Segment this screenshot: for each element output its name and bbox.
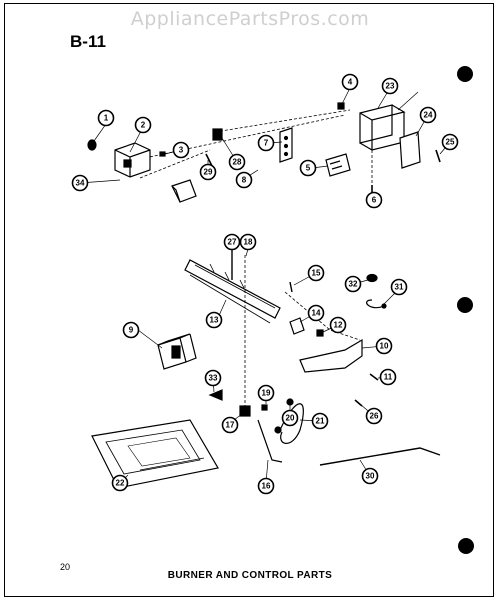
callout-13: 13 (205, 311, 223, 329)
callout-20: 20 (281, 409, 299, 427)
callout-22: 22 (111, 474, 129, 492)
watermark: AppliancePartsPros.com (130, 8, 370, 30)
callout-4: 4 (341, 73, 359, 91)
callout-28: 28 (228, 153, 246, 171)
callout-8: 8 (235, 171, 253, 189)
svg-text:14: 14 (312, 309, 321, 318)
svg-text:30: 30 (366, 472, 375, 481)
svg-text:34: 34 (76, 179, 85, 188)
section-id: B-11 (70, 32, 106, 51)
callout-24: 24 (419, 106, 437, 124)
callout-1: 1 (97, 109, 115, 127)
svg-text:10: 10 (380, 342, 389, 351)
svg-text:5: 5 (306, 164, 311, 173)
svg-text:4: 4 (348, 78, 353, 87)
svg-text:20: 20 (286, 414, 295, 423)
svg-text:26: 26 (370, 412, 379, 421)
top-assembly (87, 102, 441, 203)
callout-18: 18 (239, 233, 257, 251)
callout-15: 15 (307, 264, 325, 282)
svg-text:24: 24 (424, 111, 433, 120)
svg-text:21: 21 (316, 417, 325, 426)
callout-25: 25 (441, 133, 459, 151)
callout-6: 6 (365, 191, 383, 209)
svg-text:25: 25 (446, 138, 455, 147)
svg-text:7: 7 (264, 139, 269, 148)
callout-3: 3 (172, 141, 190, 159)
svg-text:16: 16 (262, 482, 271, 491)
svg-text:18: 18 (244, 238, 253, 247)
callout-12: 12 (329, 316, 347, 334)
callout-19: 19 (257, 384, 275, 402)
callout-14: 14 (307, 304, 325, 322)
callout-34: 34 (71, 174, 89, 192)
svg-text:2: 2 (141, 121, 146, 130)
callout-30: 30 (361, 467, 379, 485)
callout-21: 21 (311, 412, 329, 430)
callout-33: 33 (204, 369, 222, 387)
callout-31: 31 (390, 278, 408, 296)
svg-text:33: 33 (209, 374, 218, 383)
svg-text:3: 3 (179, 146, 184, 155)
callout-32: 32 (344, 275, 362, 293)
svg-text:12: 12 (334, 321, 343, 330)
svg-text:32: 32 (349, 280, 358, 289)
callout-2: 2 (134, 116, 152, 134)
svg-text:17: 17 (226, 421, 235, 430)
callout-10: 10 (375, 337, 393, 355)
callout-7: 7 (257, 134, 275, 152)
svg-text:29: 29 (204, 168, 213, 177)
callout-16: 16 (257, 477, 275, 495)
page-number: 20 (60, 562, 71, 572)
footer-title: BURNER AND CONTROL PARTS (167, 570, 333, 581)
svg-text:23: 23 (386, 82, 395, 91)
svg-text:27: 27 (228, 238, 237, 247)
callout-26: 26 (365, 407, 383, 425)
callout-5: 5 (299, 159, 317, 177)
svg-text:9: 9 (129, 326, 134, 335)
svg-text:19: 19 (262, 389, 271, 398)
binder-hole (458, 538, 474, 554)
svg-text:13: 13 (210, 316, 219, 325)
callout-11: 11 (379, 368, 397, 386)
callout-17: 17 (221, 416, 239, 434)
lower-assembly (91, 389, 441, 489)
callout-23: 23 (381, 77, 399, 95)
middle-assembly (157, 250, 387, 415)
svg-text:11: 11 (384, 373, 393, 382)
callout-29: 29 (199, 163, 217, 181)
svg-text:15: 15 (312, 269, 321, 278)
callout-27: 27 (223, 233, 241, 251)
svg-text:8: 8 (242, 176, 247, 185)
svg-text:6: 6 (372, 196, 377, 205)
svg-text:22: 22 (116, 479, 125, 488)
svg-text:28: 28 (233, 158, 242, 167)
binder-hole (457, 66, 473, 82)
binder-hole (457, 297, 473, 313)
callout-9: 9 (122, 321, 140, 339)
svg-text:31: 31 (395, 283, 404, 292)
svg-text:1: 1 (104, 114, 109, 123)
